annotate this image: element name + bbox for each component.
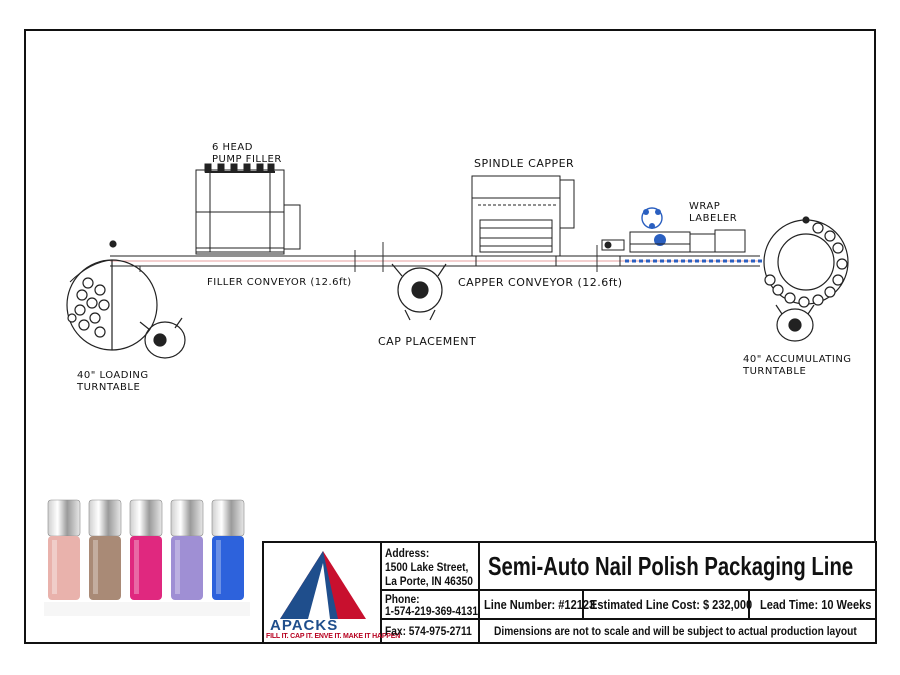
bottle-pink [47, 499, 81, 600]
accumulating-turntable [763, 216, 849, 308]
nail-polish-bottles-image [44, 499, 250, 616]
loading-turntable [66, 240, 158, 351]
label-filler-conveyor: FILLER CONVEYOR (12.6ft) [207, 277, 352, 288]
label-loading-line1: 40" LOADING [77, 370, 149, 381]
operator-cap-placement [391, 263, 447, 321]
address-line2: La Porte, IN 46350 [385, 574, 473, 588]
conveyor-legs [139, 242, 598, 272]
label-capper-conveyor: CAPPER CONVEYOR (12.6ft) [458, 276, 623, 289]
label-labeler-line1: WRAP [689, 201, 721, 212]
label-labeler-line2: LABELER [689, 213, 738, 224]
spindle-capper [471, 175, 575, 267]
phone-cell: Phone: 1-574-219-369-4131 [382, 591, 480, 620]
lead-time: Lead Time: 10 Weeks [760, 597, 872, 612]
conveyor-line [110, 255, 760, 267]
apacks-logo-icon [280, 551, 366, 619]
label-accum-line2: TURNTABLE [743, 366, 807, 377]
label-filler-line2: PUMP FILLER [212, 154, 282, 165]
disclaimer: Dimensions are not to scale and will be … [494, 624, 857, 638]
label-cap-placement: CAP PLACEMENT [378, 335, 477, 348]
logo-wordmark: APACKS [270, 617, 339, 634]
address-cell: Address: 1500 Lake Street, La Porte, IN … [382, 543, 480, 591]
title-block: APACKS FILL IT. CAP IT. ENVE IT. MAKE IT… [262, 541, 877, 644]
address-label: Address: [385, 546, 430, 560]
line-number: Line Number: #12123 [484, 597, 596, 612]
pump-filler [195, 163, 301, 255]
bottle-blue [211, 499, 245, 600]
wrap-labeler [629, 207, 746, 253]
label-accum-line1: 40" ACCUMULATING [743, 354, 852, 365]
fax-cell: Fax: 574-975-2711 [382, 620, 480, 642]
address-line1: 1500 Lake Street, [385, 560, 469, 574]
label-loading-line2: TURNTABLE [77, 382, 141, 393]
labeler-feed-component [601, 239, 625, 251]
label-capper: SPINDLE CAPPER [474, 157, 575, 170]
phone-label: Phone: [385, 592, 420, 606]
phone-number: 1-574-219-369-4131 [385, 604, 479, 618]
operator-accumulating [775, 304, 815, 342]
line-number-cell: Line Number: #12123 [480, 591, 595, 620]
cost-cell: Estimated Line Cost: $ 232,000 [584, 591, 753, 620]
label-filler-line1: 6 HEAD [212, 142, 253, 153]
bottle-mocha [88, 499, 122, 600]
logo-cell: APACKS FILL IT. CAP IT. ENVE IT. MAKE IT… [264, 543, 400, 642]
bottle-lavender [170, 499, 204, 600]
fax-number: Fax: 574-975-2711 [385, 624, 472, 638]
title-cell: Semi-Auto Nail Polish Packaging Line [480, 543, 875, 591]
page-title: Semi-Auto Nail Polish Packaging Line [488, 551, 854, 581]
operator-loading [139, 317, 186, 359]
logo-tagline: FILL IT. CAP IT. ENVE IT. MAKE IT HAPPEN [266, 633, 401, 640]
disclaimer-cell: Dimensions are not to scale and will be … [480, 620, 875, 642]
bottle-magenta [129, 499, 163, 600]
lead-time-cell: Lead Time: 10 Weeks [750, 591, 875, 620]
estimated-cost: Estimated Line Cost: $ 232,000 [590, 597, 753, 612]
